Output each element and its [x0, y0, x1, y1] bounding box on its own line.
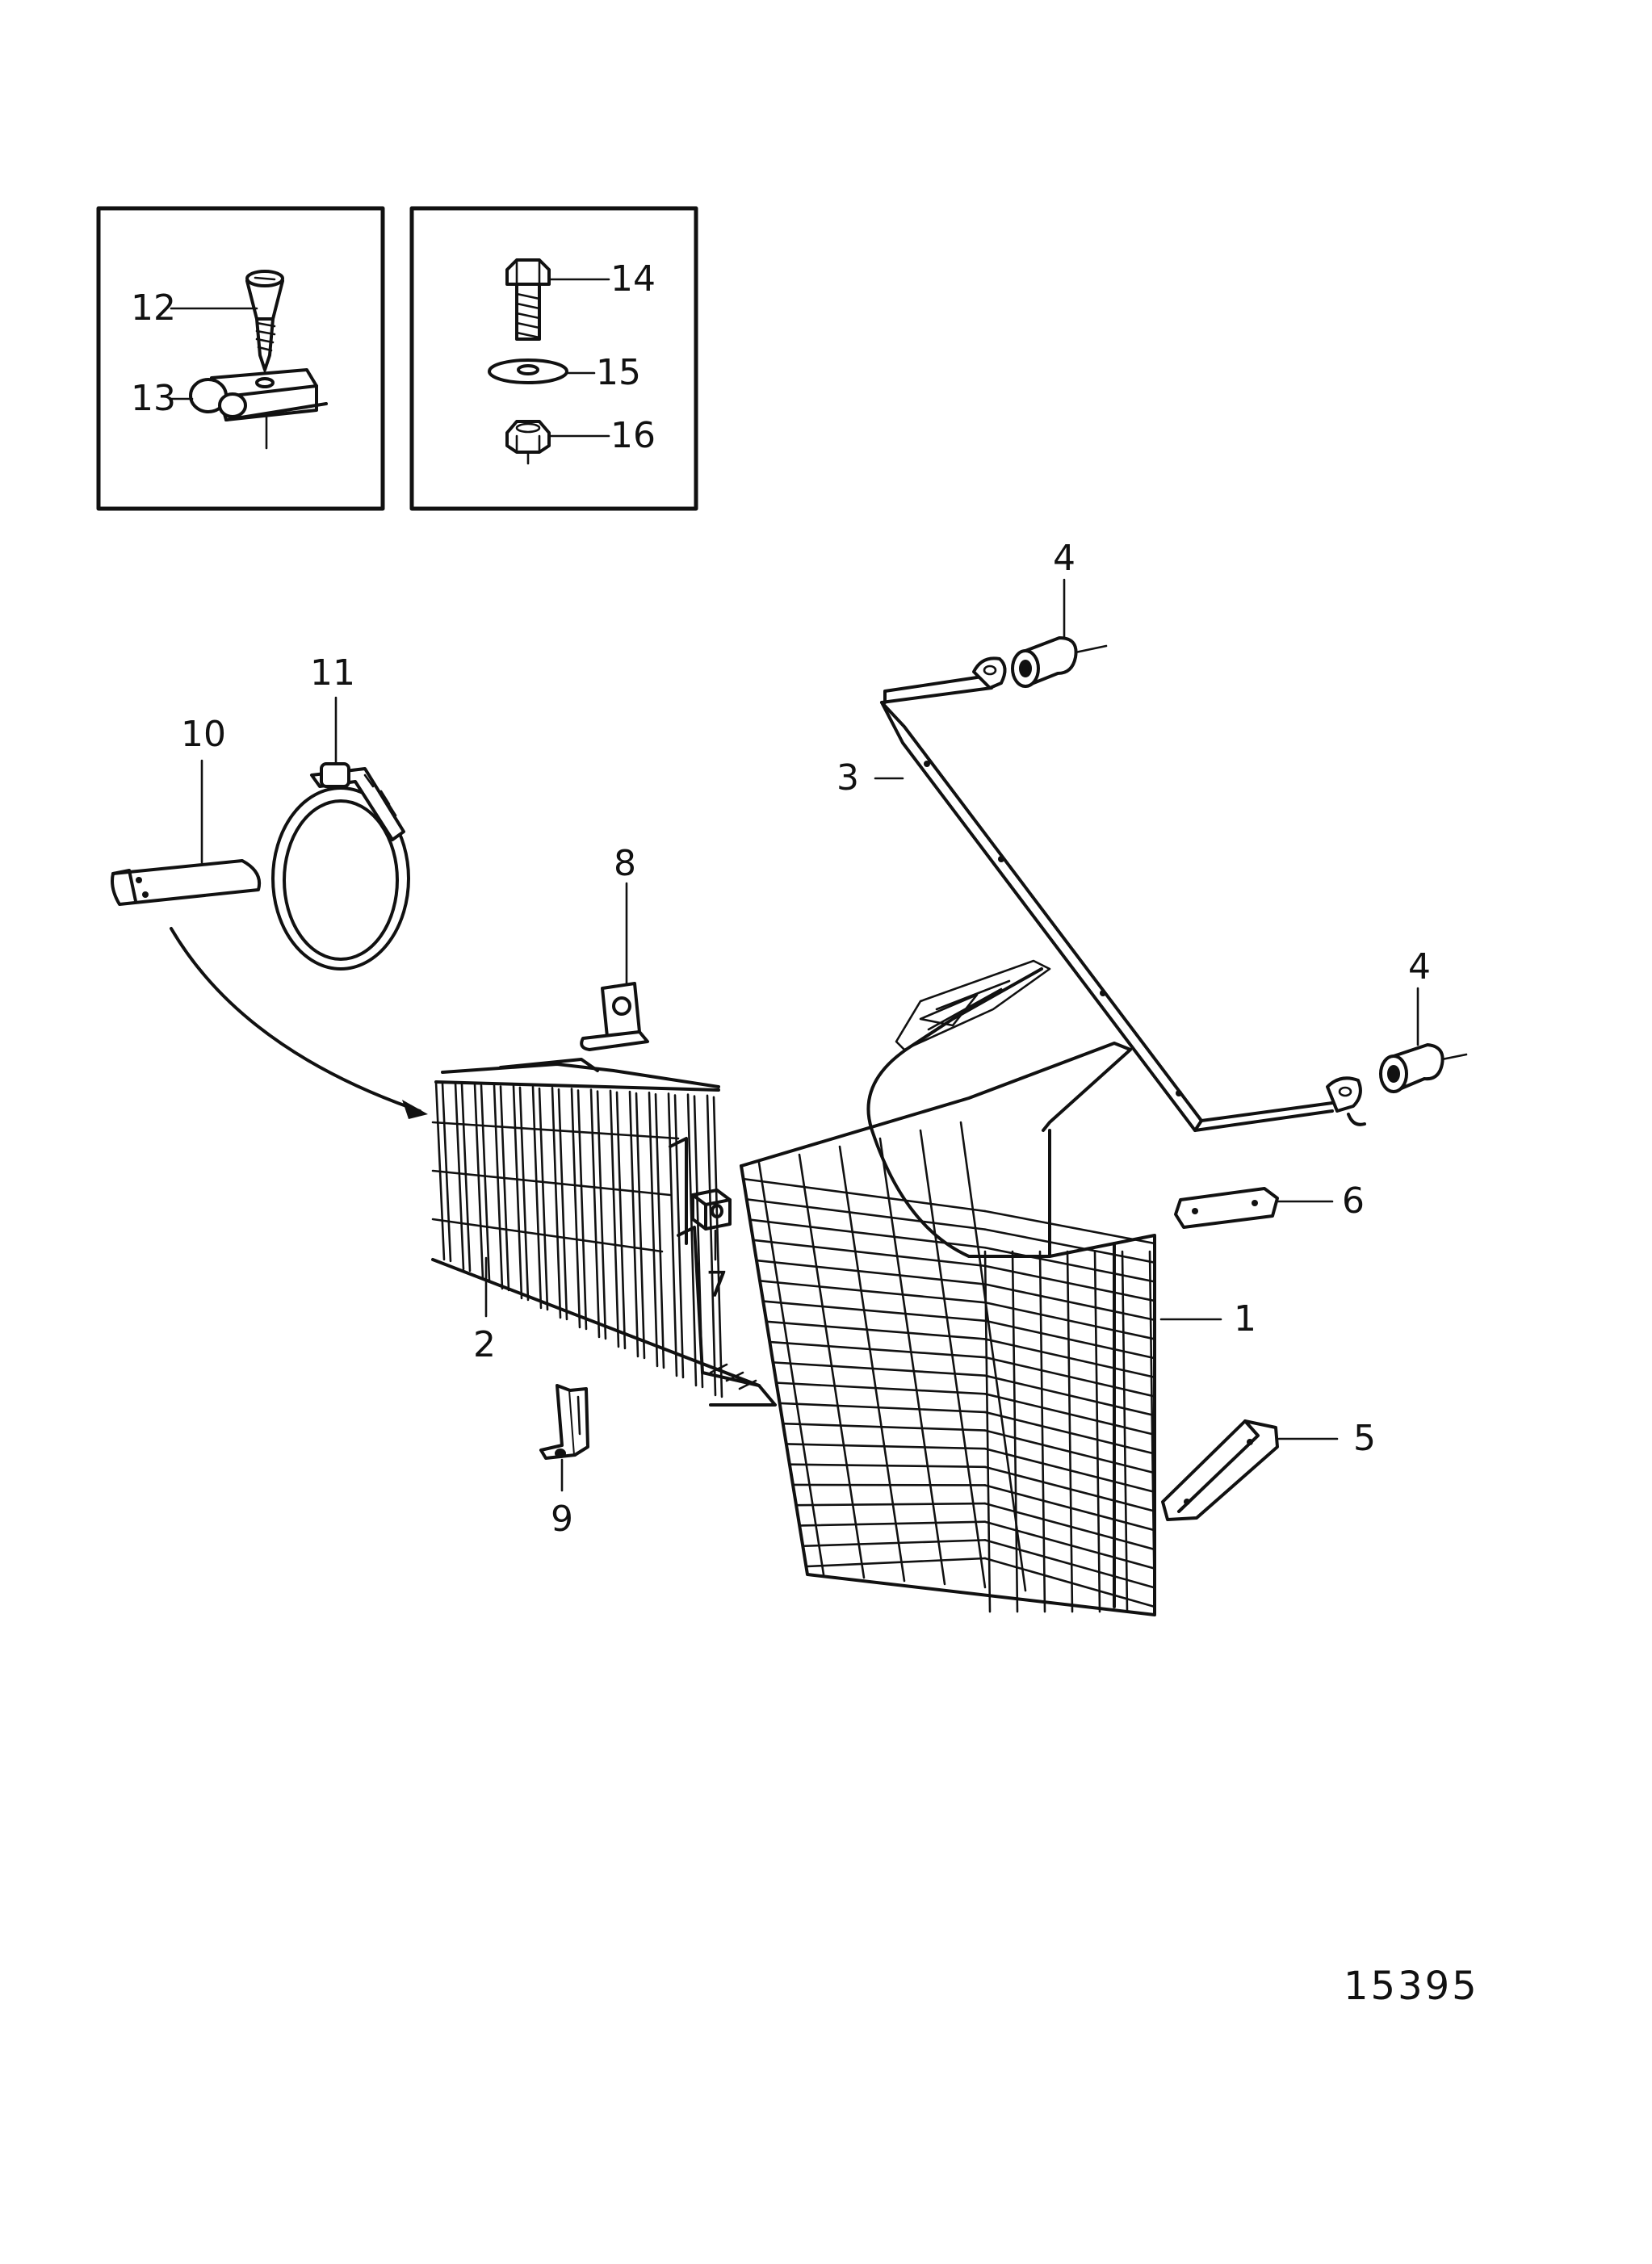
clip-nut-part: [189, 368, 328, 450]
drawing-number: 15395: [1344, 1964, 1479, 2009]
callout-12: 12: [131, 287, 176, 329]
bracket-part-9: 9: [539, 1384, 589, 1540]
callout-13: 13: [131, 378, 176, 419]
callout-6: 6: [1342, 1180, 1365, 1222]
detail-box-screw-clip: 12 13: [96, 206, 385, 511]
callout-5: 5: [1353, 1418, 1376, 1459]
bolt-part: [505, 258, 551, 341]
callout-4-upper: 4: [1053, 538, 1075, 579]
detail-box-bolt-washer-nut: 14 15 16: [409, 206, 698, 511]
callout-1: 1: [1234, 1298, 1256, 1340]
callout-16: 16: [610, 415, 656, 456]
callout-8: 8: [614, 843, 636, 884]
assembly-arrow: [170, 927, 421, 1113]
plate-part-5: 5: [1161, 1418, 1376, 1521]
support-bar-part: 3: [836, 656, 1366, 1132]
callout-15: 15: [596, 352, 641, 393]
callout-7: 7: [706, 1264, 728, 1306]
plate-part-6: 6: [1174, 1180, 1365, 1229]
washer-part: [488, 358, 568, 384]
screw-part: [245, 270, 284, 381]
nut-part: [505, 420, 551, 465]
angle-bracket-part-8: 8: [580, 843, 649, 1051]
strap-part: 10: [111, 714, 428, 1119]
bushing-part-upper: 4: [1011, 538, 1108, 688]
callout-2: 2: [473, 1324, 496, 1365]
hose-clamp-part: 11: [271, 652, 410, 971]
callout-14: 14: [610, 258, 656, 300]
bushing-part-lower: 4: [1379, 946, 1468, 1093]
callout-3: 3: [836, 757, 859, 799]
main-grille-part: [740, 959, 1156, 1616]
callout-11: 11: [310, 652, 355, 694]
inner-grille-part: [431, 1058, 777, 1407]
callout-9: 9: [551, 1499, 573, 1540]
callout-10: 10: [181, 714, 226, 755]
callout-4-lower: 4: [1408, 946, 1431, 987]
